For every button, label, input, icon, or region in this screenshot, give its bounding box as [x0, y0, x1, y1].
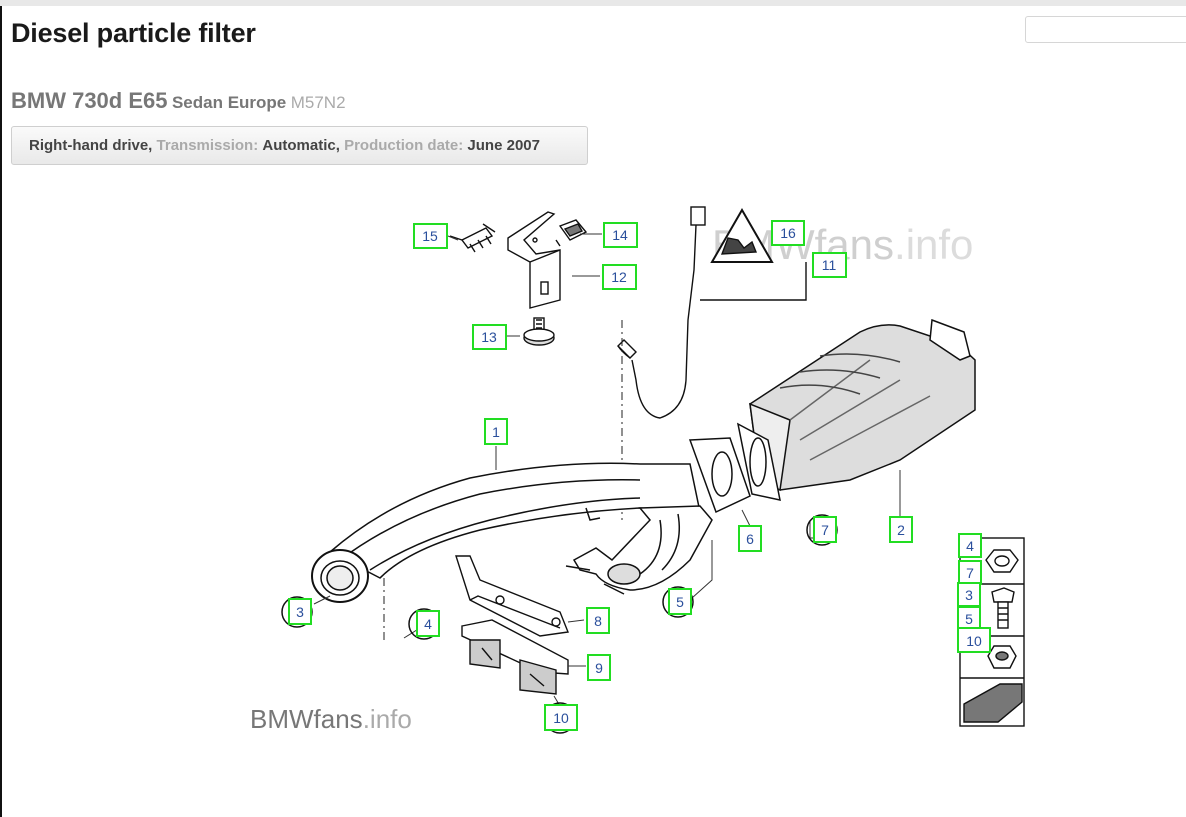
fastener-legend: [959, 537, 1025, 727]
model-engine: M57N2: [290, 93, 346, 112]
callout-10[interactable]: 10: [544, 704, 578, 731]
callout-14[interactable]: 14: [603, 222, 638, 248]
callout-1[interactable]: 1: [484, 418, 508, 445]
callout-8[interactable]: 8: [586, 607, 610, 634]
svg-text:10: 10: [966, 633, 982, 649]
model-body: Sedan Europe: [171, 93, 287, 112]
bracket-part: [507, 211, 561, 309]
spec-box: Right-hand drive, Transmission: Automati…: [11, 126, 588, 165]
svg-text:5: 5: [676, 594, 684, 610]
drive-value: Right-hand drive,: [29, 137, 153, 154]
model-line: BMW 730d E65 Sedan Europe M57N2: [11, 88, 346, 114]
holder-part: [455, 555, 569, 695]
svg-text:11: 11: [822, 257, 837, 273]
left-border: [0, 6, 2, 817]
legend-callout-3[interactable]: 3: [957, 582, 981, 607]
page-title: Diesel particle filter: [11, 18, 256, 48]
downpipe-part: [565, 505, 713, 595]
legend-callout-4[interactable]: 4: [958, 533, 982, 558]
callout-3[interactable]: 3: [288, 598, 312, 625]
svg-text:3: 3: [296, 604, 304, 620]
svg-text:1: 1: [492, 424, 500, 440]
svg-text:16: 16: [780, 225, 796, 241]
svg-text:4: 4: [966, 538, 974, 554]
svg-text:10: 10: [553, 710, 569, 726]
svg-text:2: 2: [897, 522, 905, 538]
svg-text:7: 7: [966, 565, 974, 581]
svg-text:4: 4: [424, 616, 432, 632]
speed-clip-part: [558, 219, 588, 241]
model-name: BMW 730d E65: [11, 88, 168, 113]
svg-text:14: 14: [612, 227, 628, 243]
callout-4[interactable]: 4: [416, 610, 440, 637]
svg-text:6: 6: [746, 531, 754, 547]
search-input[interactable]: [1025, 16, 1186, 43]
svg-text:7: 7: [821, 522, 829, 538]
callout-12[interactable]: 12: [602, 264, 637, 290]
callout-7[interactable]: 7: [813, 516, 837, 543]
production-label: Production date:: [344, 137, 464, 154]
clip-part: [449, 223, 496, 253]
svg-text:8: 8: [594, 613, 602, 629]
top-bar: [0, 0, 1186, 6]
callout-11[interactable]: 11: [812, 252, 847, 278]
callout-5[interactable]: 5: [668, 588, 692, 615]
callout-13[interactable]: 13: [472, 324, 507, 350]
pressure-sensor-part: [617, 206, 807, 419]
svg-text:12: 12: [611, 269, 627, 285]
watermark-bottom: BMWfans.info: [250, 704, 412, 734]
callout-6[interactable]: 6: [738, 525, 762, 552]
transmission-label: Transmission:: [156, 137, 259, 154]
front-pipe-part: [311, 462, 701, 603]
transmission-value: Automatic,: [262, 137, 340, 154]
legend-callout-5[interactable]: 5: [957, 606, 981, 631]
svg-text:15: 15: [422, 228, 438, 244]
callout-15[interactable]: 15: [413, 223, 448, 249]
callout-9[interactable]: 9: [587, 654, 611, 681]
particle-filter-part: [688, 318, 976, 514]
svg-text:5: 5: [965, 611, 973, 627]
svg-text:3: 3: [965, 587, 973, 603]
callout-2[interactable]: 2: [889, 516, 913, 543]
svg-text:13: 13: [481, 329, 497, 345]
production-value: June 2007: [467, 137, 540, 154]
legend-callout-10[interactable]: 10: [957, 627, 991, 653]
rubber-mount-part: [523, 317, 555, 346]
callout-16[interactable]: 16: [771, 220, 805, 246]
legend-callout-7[interactable]: 7: [958, 560, 982, 585]
svg-text:9: 9: [595, 660, 603, 676]
